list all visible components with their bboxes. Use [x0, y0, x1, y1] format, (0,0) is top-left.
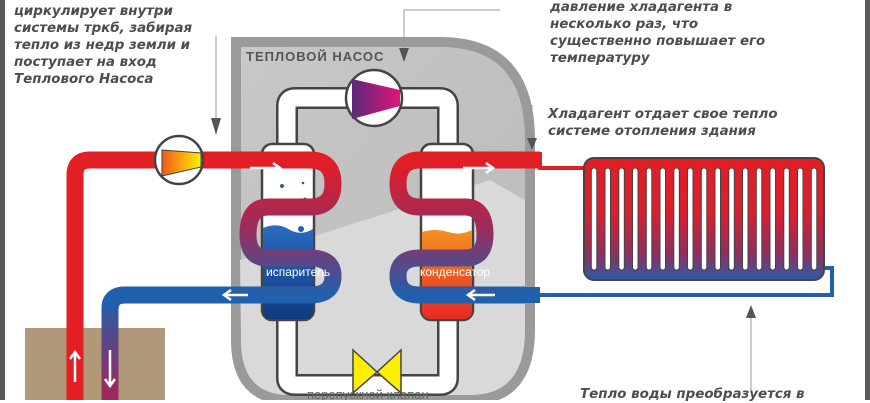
radiator-fin	[810, 167, 818, 271]
compressor-icon	[344, 68, 404, 128]
flow-arrows	[68, 161, 496, 389]
evaporator-coil	[239, 151, 342, 304]
condenser-label: конденсатор	[420, 265, 490, 279]
radiator-fin	[618, 167, 625, 271]
note-compressor: давление хладагента в несколько раз, что…	[550, 0, 766, 66]
radiator-fin	[604, 167, 611, 271]
radiator-fin	[797, 167, 804, 271]
heating-return-pipe	[540, 266, 834, 297]
evaporator-label: испаритель	[266, 265, 330, 279]
circulation-pump-icon	[153, 134, 205, 186]
condenser-coil	[389, 151, 540, 304]
radiator-fin	[742, 167, 749, 271]
leader-lines	[211, 9, 756, 393]
radiator-fin	[590, 167, 598, 271]
radiator-fin	[714, 167, 721, 271]
radiator-fin	[687, 167, 694, 271]
radiator-fin	[769, 167, 776, 271]
radiator-fin	[700, 167, 708, 271]
radiator-fin	[755, 167, 763, 271]
radiator-fin	[783, 167, 790, 271]
ground-hot-pipe	[66, 151, 280, 400]
left-frame-border	[0, 0, 5, 400]
radiator-fin	[728, 167, 735, 271]
heat-pump-title: ТЕПЛОВОЙ НАСОС	[246, 49, 384, 64]
radiator	[583, 157, 825, 281]
radiator-fin	[645, 167, 653, 271]
radiator-fin	[632, 167, 639, 271]
note-water-heat: Тепло воды преобразуется в	[580, 387, 805, 402]
ground-block	[25, 328, 165, 400]
radiator-fin	[673, 167, 680, 271]
note-heating-system: Хладагент отдает свое тепло системе отоп…	[548, 107, 778, 139]
right-frame-border	[865, 0, 870, 400]
bypass-valve-label: перепускной клапан	[307, 387, 429, 400]
note-ground-loop: циркулирует внутри системы тркб, забирая…	[14, 4, 193, 87]
radiator-fin	[659, 167, 666, 271]
heating-return-connector	[510, 287, 540, 303]
bypass-valve-icon	[352, 348, 402, 395]
